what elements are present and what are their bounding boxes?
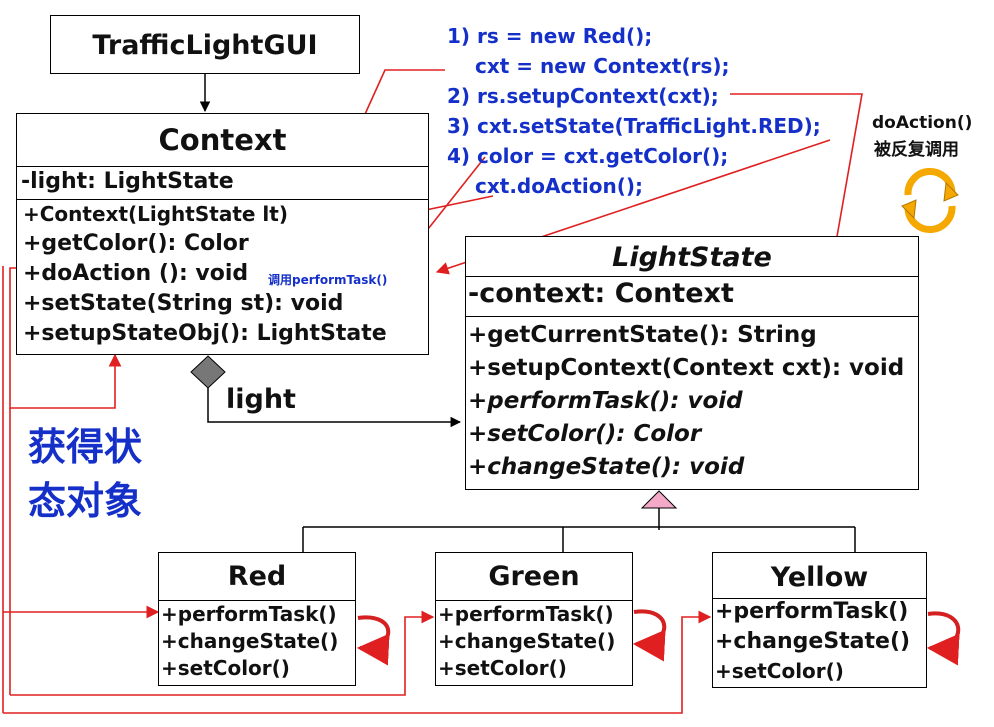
lightstate-method-performtask: +performTask(): void: [468, 388, 743, 414]
red-method-performtask: +performTask(): [161, 602, 337, 626]
code-step-1a: 1) rs = new Red();: [447, 24, 653, 48]
yellow-methods: +performTask() +changeState() +setColor(…: [713, 599, 926, 687]
yellow-method-setcolor: +setColor(): [715, 659, 844, 683]
red-method-setcolor: +setColor(): [161, 656, 290, 680]
lightstate-class: LightState -context: Context +getCurrent…: [465, 236, 919, 490]
green-method-changestate: +changeState(): [438, 629, 616, 653]
yellow-method-performtask: +performTask(): [715, 599, 909, 624]
green-method-performtask: +performTask(): [438, 602, 614, 626]
red-class: Red +performTask() +changeState() +setCo…: [158, 552, 356, 686]
doaction-note: 调用performTask(): [268, 273, 388, 287]
aggregation-label: light: [226, 384, 296, 415]
yellow-class: Yellow +performTask() +changeState() +se…: [712, 552, 927, 688]
context-method-getcolor: +getColor(): Color: [23, 231, 249, 256]
red-methods: +performTask() +changeState() +setColor(…: [159, 601, 355, 685]
aggregation-diamond: [190, 355, 226, 389]
yellow-method-changestate: +changeState(): [715, 629, 911, 654]
repeat-note-line2: 被反复调用: [874, 140, 959, 160]
green-class: Green +performTask() +changeState() +set…: [435, 552, 633, 686]
context-class: Context -light: LightState +Context(Ligh…: [16, 113, 429, 355]
red-loop-arrow: [356, 615, 391, 666]
lightstate-method-getcurrentstate: +getCurrentState(): String: [468, 322, 817, 348]
context-methods: +Context(LightState lt) +getColor(): Col…: [17, 200, 428, 354]
feed-to-yellow: [3, 610, 712, 714]
traffic-light-gui-class: TrafficLightGUI: [50, 15, 360, 74]
code-step-3: 3) cxt.setState(TrafficLight.RED);: [447, 114, 821, 138]
green-methods: +performTask() +changeState() +setColor(…: [436, 601, 632, 685]
traffic-light-gui-title: TrafficLightGUI: [92, 30, 318, 61]
state-object-note-line1: 获得状: [28, 425, 143, 469]
lightstate-method-changestate: +changeState(): void: [468, 454, 745, 480]
context-method-setstate: +setState(String st): void: [23, 291, 344, 316]
generalization-triangle: [640, 490, 678, 509]
context-method-constructor: +Context(LightState lt): [23, 202, 288, 226]
red-method-changestate: +changeState(): [161, 629, 339, 653]
lightstate-attributes: -context: Context: [466, 277, 918, 317]
aggregation-line: [207, 388, 462, 428]
context-title: Context: [17, 114, 428, 167]
lightstate-methods: +getCurrentState(): String +setupContext…: [466, 317, 918, 489]
state-object-note-line2: 态对象: [28, 479, 143, 523]
red-title: Red: [159, 553, 355, 601]
yellow-title: Yellow: [713, 553, 926, 599]
lightstate-attr-context: -context: Context: [468, 278, 734, 309]
code-step-2: 2) rs.setupContext(cxt);: [447, 84, 719, 108]
context-attributes: -light: LightState: [17, 167, 428, 200]
lightstate-method-setupcontext: +setupContext(Context cxt): void: [468, 355, 905, 381]
context-method-setupstateobj: +setupStateObj(): LightState: [23, 321, 387, 346]
lightstate-title: LightState: [466, 237, 918, 277]
context-method-doaction: +doAction (): void: [23, 261, 249, 286]
feed-to-green: [10, 610, 435, 696]
code-step-1b: cxt = new Context(rs);: [475, 54, 730, 78]
repeat-note-line1: doAction(): [872, 113, 973, 133]
code-step-4b: cxt.doAction();: [475, 174, 643, 198]
green-loop-arrow: [632, 609, 667, 662]
green-title: Green: [436, 553, 632, 601]
yellow-loop-arrow: [926, 611, 961, 666]
green-method-setcolor: +setColor(): [438, 656, 567, 680]
cycle-icon: [901, 168, 959, 233]
lightstate-method-setcolor: +setColor(): Color: [468, 421, 702, 447]
code-step-4a: 4) color = cxt.getColor();: [447, 144, 729, 168]
context-attr-light: -light: LightState: [21, 169, 234, 194]
